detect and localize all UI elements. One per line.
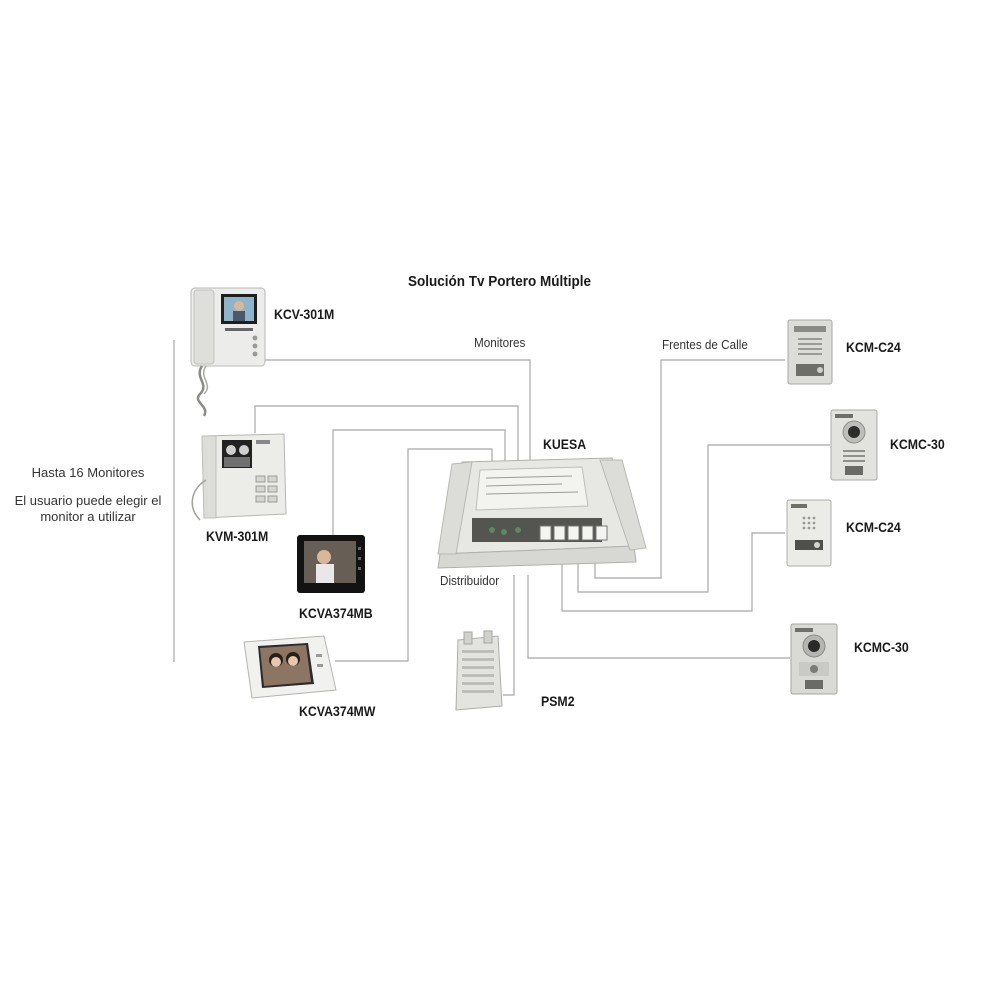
street-panel-3-label: KCM-C24 (846, 519, 901, 535)
kcva374mb-label: KCVA374MB (299, 605, 373, 621)
diagram-title: Solución Tv Portero Múltiple (408, 273, 592, 290)
street-panel-4-label: KCMC-30 (854, 639, 909, 655)
street-panels-group-label: Frentes de Calle (662, 337, 748, 352)
kcm-c24-street-panel-icon (787, 319, 833, 385)
wire-panel-2 (577, 444, 830, 593)
wire-panel-4 (527, 575, 790, 659)
wire-panel-3 (561, 532, 785, 612)
kcmc-30-camera-panel-icon (830, 409, 878, 481)
wire-psm2 (503, 575, 515, 696)
user-choice-line-1: El usuario puede elegir el (14, 493, 162, 508)
kcva374mw-label: KCVA374MW (299, 703, 376, 719)
kcva374mw-monitor-icon (243, 635, 337, 699)
kcmc-30-street-panel-icon (790, 623, 838, 695)
monitor-count-line: Hasta 16 Monitores (31, 465, 145, 480)
distributor-label: Distribuidor (440, 573, 500, 588)
kuesa-distributor-icon (437, 457, 647, 569)
kcm-c24-camera-panel-icon (786, 499, 832, 567)
kuesa-brand-label: KUESA (543, 436, 587, 452)
wire-kcva374mb (332, 429, 506, 540)
wire-panel-1 (594, 359, 785, 579)
user-choice-line-2: monitor a utilizar (40, 509, 136, 524)
wire-kcva374mw (335, 448, 493, 662)
psm2-label: PSM2 (541, 693, 575, 709)
psm2-power-supply-icon (455, 630, 503, 711)
wire-kvm301m (254, 405, 519, 465)
monitors-group-label: Monitores (474, 335, 526, 350)
street-panel-1-label: KCM-C24 (846, 339, 901, 355)
kvm301m-label: KVM-301M (206, 528, 269, 544)
kcv301m-label: KCV-301M (274, 306, 335, 322)
kcva374mb-monitor-icon (297, 535, 365, 593)
kcv301m-monitor-icon (190, 287, 266, 417)
monitor-count-note: Hasta 16 Monitores El usuario puede eleg… (8, 465, 168, 525)
kvm301m-monitor-icon (191, 433, 287, 521)
street-panel-2-label: KCMC-30 (890, 436, 945, 452)
wire-kcv301m (265, 359, 531, 465)
